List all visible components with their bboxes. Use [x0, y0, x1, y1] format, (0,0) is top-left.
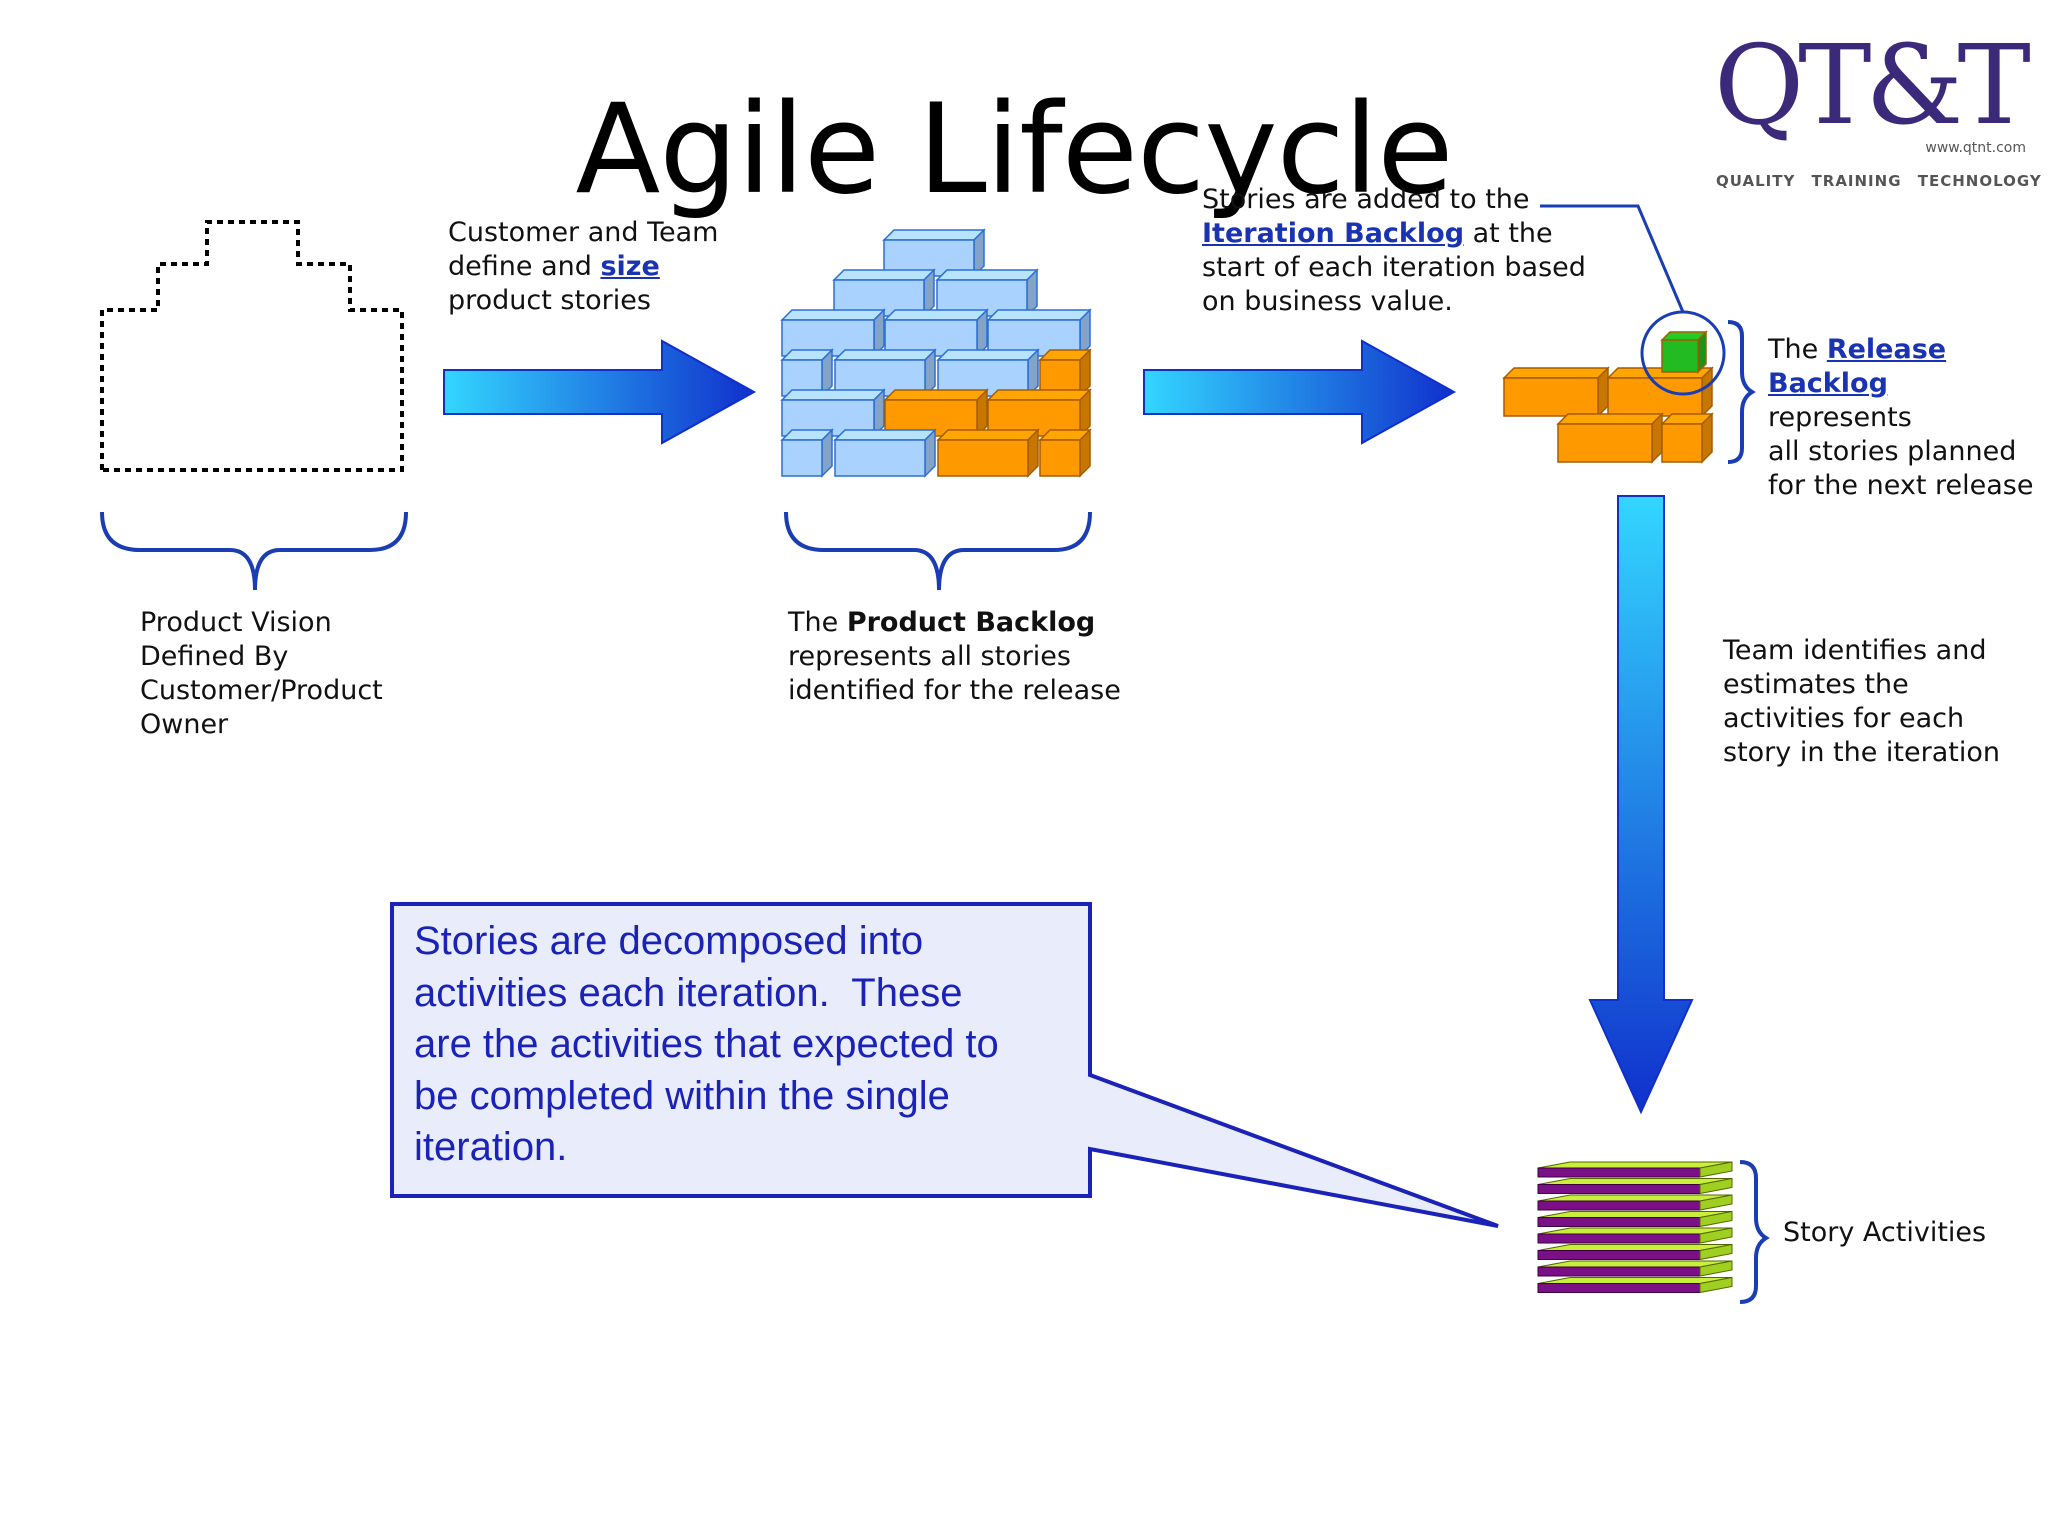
- release-story-brick: [1556, 412, 1664, 464]
- blue-story-brick: [780, 428, 834, 478]
- orange-story-brick: [1038, 348, 1092, 398]
- callout-line2: activities each iteration. These: [414, 970, 963, 1015]
- story-activities-brace: [1739, 1160, 1770, 1304]
- release-backlog-label: The Release Backlog represents all stori…: [1768, 333, 2038, 503]
- product-backlog-brace: [784, 511, 1092, 591]
- callout-line1: Stories are decomposed into: [414, 919, 924, 963]
- iteration-connector-line: [1540, 204, 1685, 313]
- release-story-brick: [1660, 412, 1714, 464]
- vision-line3: Customer/Product: [140, 675, 383, 706]
- story-activities-label: Story Activities: [1783, 1217, 1987, 1248]
- iteration-text-line3: start of each iteration based: [1202, 252, 1586, 283]
- blue-story-brick: [986, 308, 1092, 358]
- release-backlog-bricks: [1502, 330, 1714, 464]
- orange-story-brick: [986, 388, 1092, 438]
- orange-story-brick: [936, 428, 1040, 478]
- callout-line5: iteration.: [414, 1125, 568, 1169]
- blue-story-brick: [780, 388, 886, 438]
- release-label-line4: for the next release: [1768, 470, 2034, 501]
- activity-card: [1537, 1194, 1733, 1211]
- activity-card: [1537, 1177, 1733, 1195]
- team-line1: Team identifies and: [1723, 635, 1987, 666]
- define-stories-text: Customer and Team define and size produc…: [448, 216, 788, 318]
- qtt-logo: QT&T www.qtnt.com QUALITY TRAINING TECHN…: [1712, 21, 2041, 202]
- blue-story-brick: [883, 308, 989, 358]
- team-line2: estimates the: [1723, 669, 1909, 700]
- add-to-iteration-arrow: [1143, 339, 1457, 445]
- activity-card: [1537, 1210, 1733, 1228]
- define-stories-line2: define and: [448, 251, 601, 282]
- decomposition-callout-text: Stories are decomposed into activities e…: [414, 916, 1094, 1174]
- iteration-text-line4: on business value.: [1202, 286, 1453, 317]
- product-backlog-label: The Product Backlog represents all stori…: [788, 606, 1148, 708]
- callout-line4: be completed within the single: [414, 1073, 950, 1118]
- backlog-label-line3: identified for the release: [788, 675, 1121, 706]
- release-label-line3: all stories planned: [1768, 436, 2017, 467]
- vision-line4: Owner: [140, 709, 229, 740]
- team-line3: activities for each: [1723, 703, 1965, 734]
- activity-card: [1537, 1276, 1733, 1294]
- define-stories-line1: Customer and Team: [448, 217, 719, 248]
- vision-line1: Product Vision: [140, 607, 332, 638]
- activity-card: [1537, 1260, 1733, 1277]
- logo-url: www.qtnt.com: [1925, 140, 2026, 156]
- product-backlog-bricks: [780, 228, 1092, 478]
- activity-card: [1537, 1161, 1733, 1178]
- activity-card: [1537, 1243, 1733, 1261]
- release-label-prefix: The: [1768, 334, 1827, 365]
- product-backlog-term: Product Backlog: [846, 607, 1096, 638]
- product-vision-brace: [100, 511, 408, 591]
- size-link[interactable]: size: [600, 251, 660, 282]
- selected-story-brick: [1660, 330, 1708, 374]
- backlog-label-line2: represents all stories: [788, 641, 1071, 672]
- activity-card: [1537, 1227, 1733, 1244]
- logo-tagline: QUALITY TRAINING TECHNOLOGY: [1716, 172, 2042, 190]
- release-label-line2: represents: [1768, 402, 1912, 433]
- team-line4: story in the iteration: [1723, 737, 2000, 768]
- release-story-brick: [1502, 366, 1610, 418]
- blue-story-brick: [936, 348, 1040, 398]
- logo-mark: QT&T: [1714, 21, 2031, 149]
- blue-story-brick: [882, 228, 986, 278]
- iteration-text-line2: at the: [1464, 218, 1553, 249]
- backlog-link[interactable]: Backlog: [1768, 368, 1888, 399]
- vision-line2: Defined By: [140, 641, 289, 672]
- blue-story-brick: [780, 348, 834, 398]
- backlog-label-prefix: The: [788, 607, 847, 638]
- iteration-backlog-text: Stories are added to the Iteration Backl…: [1202, 183, 1622, 319]
- release-backlog-brace: [1727, 320, 1756, 464]
- release-link[interactable]: Release: [1826, 334, 1947, 365]
- define-stories-arrow: [443, 339, 757, 445]
- define-stories-line3: product stories: [448, 285, 651, 316]
- team-estimates-label: Team identifies and estimates the activi…: [1723, 634, 2023, 770]
- blue-story-brick: [780, 308, 886, 358]
- iteration-text-line1: Stories are added to the: [1202, 184, 1530, 215]
- story-activities-stack: [1537, 1161, 1733, 1294]
- blue-story-brick: [833, 348, 937, 398]
- orange-story-brick: [883, 388, 989, 438]
- blue-story-brick: [833, 428, 937, 478]
- blue-story-brick: [935, 268, 1039, 318]
- callout-line3: are the activities that expected to: [414, 1022, 999, 1066]
- blue-story-brick: [832, 268, 936, 318]
- callout-box: [390, 902, 1499, 1228]
- decompose-activities-arrow: [1588, 495, 1694, 1115]
- iteration-backlog-link[interactable]: Iteration Backlog: [1202, 218, 1465, 249]
- product-vision-outline: [100, 220, 404, 472]
- product-vision-label: Product Vision Defined By Customer/Produ…: [140, 606, 440, 742]
- page-title: Agile Lifecycle: [575, 78, 1453, 222]
- orange-story-brick: [1038, 428, 1092, 478]
